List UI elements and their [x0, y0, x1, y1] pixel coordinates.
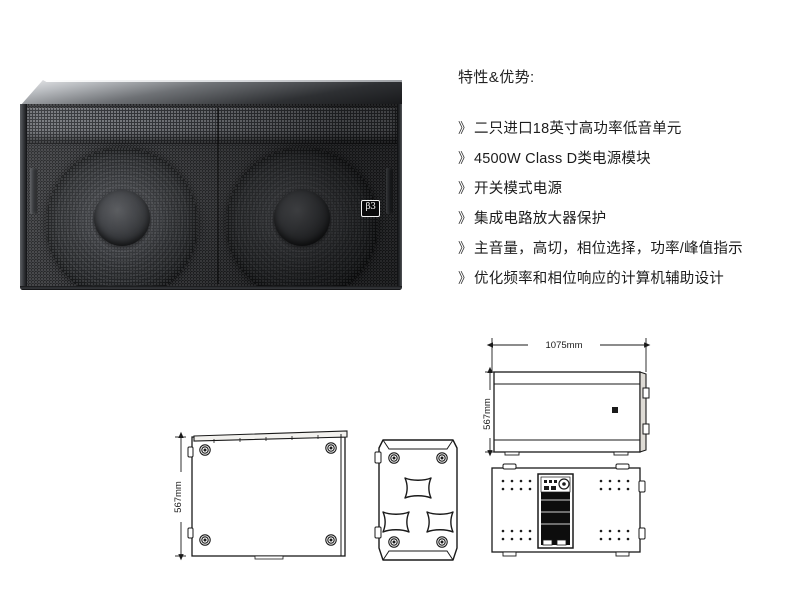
bullet-chevron-icon: 》: [458, 240, 473, 256]
cabinet-top-highlight: [42, 80, 402, 82]
feature-item-label: 二只进口18英寸高功率低音单元: [474, 121, 682, 137]
end-fitting-bottom-right: [436, 536, 448, 548]
features-panel: 特性&优势: 》 二只进口18英寸高功率低音单元 》 4500W Class D…: [458, 66, 788, 297]
side-view-body: [191, 436, 346, 557]
side-view-handle-lower: [187, 527, 194, 539]
feature-item: 》 二只进口18英寸高功率低音单元: [458, 117, 788, 138]
rear-bolt-cluster-bottom-right: [599, 529, 630, 541]
features-title: 特性&优势:: [458, 69, 535, 86]
cabinet-vignette: [20, 104, 402, 290]
cabinet-top-surface: [20, 80, 402, 106]
drawing-front-elevation: 1075mm 567mm: [482, 337, 651, 457]
rear-bolt-cluster-top-left: [501, 479, 532, 491]
rear-handle-lower-right: [638, 527, 646, 540]
front-elevation-side-face: [639, 371, 647, 453]
front-elevation-body: [493, 371, 641, 453]
cabinet-edge-bottom: [20, 286, 402, 290]
amp-led-1: [544, 480, 547, 483]
rear-bolt-cluster-bottom-left: [501, 529, 532, 541]
rear-handle-upper-right: [638, 480, 646, 493]
feature-item-label: 4500W Class D类电源模块: [474, 151, 651, 167]
feature-item-label: 主音量，高切，相位选择，功率/峰值指示: [474, 241, 743, 257]
foot-left: [504, 451, 520, 456]
rear-panel-body: [491, 467, 641, 553]
side-view-handle-upper: [187, 446, 194, 458]
rear-tab-top-left: [502, 463, 517, 470]
amp-connector-right: [556, 539, 567, 546]
side-fitting-top-left: [199, 444, 211, 456]
bullet-chevron-icon: 》: [458, 180, 473, 196]
dimension-label-width: 1075mm: [546, 340, 583, 351]
feature-item-label: 集成电路放大器保护: [474, 211, 607, 227]
feature-item-label: 开关模式电源: [474, 181, 563, 197]
cabinet-edge-left: [20, 104, 27, 290]
side-handle-lower: [642, 423, 650, 435]
side-view-top-rail: [193, 430, 348, 442]
amp-switch-1: [544, 486, 549, 490]
amp-master-volume-knob: [558, 478, 570, 490]
amplifier-module: [537, 473, 574, 549]
drawing-end-panel: [374, 439, 458, 561]
amp-connector-left: [542, 539, 553, 546]
product-photo: β3: [20, 80, 420, 290]
rear-tab-top-right: [615, 463, 630, 470]
end-panel-handle-upper-left: [374, 451, 382, 464]
foot-right: [613, 451, 629, 456]
rear-bolt-cluster-top-right: [599, 479, 630, 491]
side-fitting-bottom-left: [199, 534, 211, 546]
end-fitting-top-left: [388, 452, 400, 464]
end-panel-handle-lower-left: [374, 526, 382, 539]
feature-item: 》 主音量，高切，相位选择，功率/峰值指示: [458, 237, 788, 258]
side-view-foot: [254, 555, 284, 560]
bullet-chevron-icon: 》: [458, 270, 473, 286]
bullet-chevron-icon: 》: [458, 120, 473, 136]
end-panel-top-chamfer: [382, 439, 454, 450]
end-fitting-bottom-left: [388, 536, 400, 548]
brand-logo-badge: β3: [361, 200, 380, 217]
cabinet-edge-right: [397, 104, 402, 290]
side-handle-upper: [642, 387, 650, 399]
rear-foot-left: [502, 551, 517, 557]
amp-led-3: [554, 480, 557, 483]
side-view-vent-slots: [213, 435, 319, 443]
feature-item-label: 优化频率和相位响应的计算机辅助设计: [474, 271, 724, 287]
bullet-chevron-icon: 》: [458, 210, 473, 226]
handle-cutout-bottom-right: [426, 511, 454, 533]
feature-item: 》 4500W Class D类电源模块: [458, 147, 788, 168]
amp-led-2: [549, 480, 552, 483]
handle-cutout-bottom-left: [382, 511, 410, 533]
handle-cutout-top: [404, 477, 432, 499]
side-fitting-bottom-right: [325, 534, 337, 546]
drawing-side-view: 567mm: [173, 430, 348, 561]
feature-item: 》 集成电路放大器保护: [458, 207, 788, 228]
amp-switch-2: [551, 486, 556, 490]
feature-item: 》 开关模式电源: [458, 177, 788, 198]
cabinet-body: β3: [20, 104, 402, 290]
cabinet-top-face: [20, 80, 402, 106]
rear-foot-right: [615, 551, 630, 557]
side-fitting-top-right: [325, 442, 337, 454]
end-panel-body: [378, 439, 458, 561]
drawing-rear-panel: [491, 463, 646, 557]
dimension-label-height-side: 567mm: [173, 481, 184, 513]
end-panel-bottom-chamfer: [382, 550, 454, 561]
feature-item: 》 优化频率和相位响应的计算机辅助设计: [458, 267, 788, 288]
dimension-label-height-front: 567mm: [482, 398, 493, 430]
bullet-chevron-icon: 》: [458, 150, 473, 166]
front-elevation-badge: [612, 407, 618, 413]
end-fitting-top-right: [436, 452, 448, 464]
